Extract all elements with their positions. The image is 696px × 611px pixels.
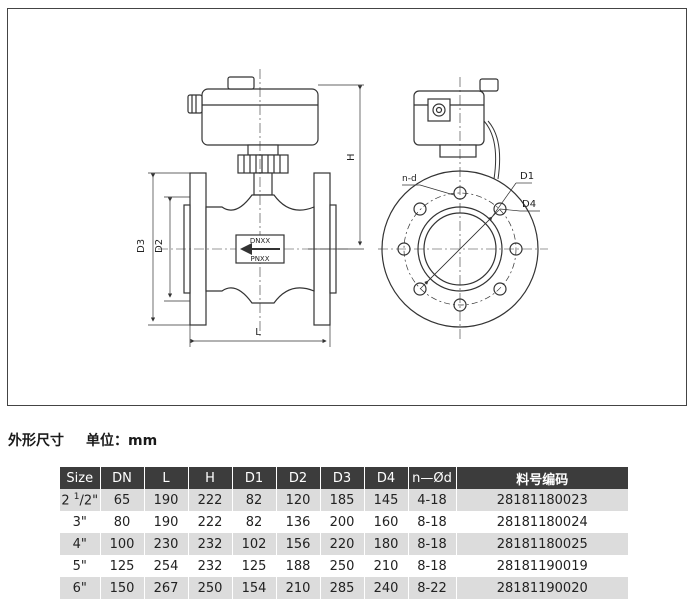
cell-l: 267 bbox=[143, 577, 188, 599]
table-row: 4" 100 230 232 102 156 220 180 8-18 2818… bbox=[60, 533, 628, 555]
cell-d1: 82 bbox=[231, 511, 276, 533]
cell-d2: 120 bbox=[275, 489, 320, 511]
caption-title: 外形尺寸 bbox=[8, 433, 64, 449]
cell-size: 6" bbox=[60, 577, 100, 599]
cell-dn: 80 bbox=[99, 511, 144, 533]
cell-l: 190 bbox=[143, 489, 188, 511]
cell-dn: 125 bbox=[99, 555, 144, 577]
header-nd: n—Ød bbox=[407, 467, 456, 489]
cell-d2: 210 bbox=[275, 577, 320, 599]
cell-d4: 240 bbox=[363, 577, 408, 599]
cell-d1: 102 bbox=[231, 533, 276, 555]
actuator-cap bbox=[227, 76, 255, 90]
cell-l: 230 bbox=[143, 533, 188, 555]
actuator-knob bbox=[187, 94, 203, 114]
cell-l: 254 bbox=[143, 555, 188, 577]
cell-nd: 8-22 bbox=[407, 577, 456, 599]
cell-size: 5" bbox=[60, 555, 100, 577]
cell-l: 190 bbox=[143, 511, 188, 533]
cell-d4: 145 bbox=[363, 489, 408, 511]
cell-h: 250 bbox=[187, 577, 232, 599]
table-row: 6" 150 267 250 154 210 285 240 8-22 2818… bbox=[60, 577, 628, 599]
header-d1: D1 bbox=[231, 467, 276, 489]
header-dn: DN bbox=[99, 467, 144, 489]
cell-dn: 65 bbox=[99, 489, 144, 511]
cell-size: 2 1/2" bbox=[60, 489, 100, 511]
dim-d1-label: D1 bbox=[520, 171, 534, 182]
cell-d3: 200 bbox=[319, 511, 364, 533]
dimension-table: Size DN L H D1 D2 D3 D4 n—Ød 料号编码 2 1/2"… bbox=[60, 467, 628, 599]
dimension-caption: 外形尺寸 单位：mm bbox=[8, 430, 157, 450]
front-view: DNXX PNXX H D3 D2 L bbox=[136, 69, 364, 347]
cell-d2: 136 bbox=[275, 511, 320, 533]
dim-d4-label: D4 bbox=[522, 199, 536, 210]
header-size: Size bbox=[60, 467, 100, 489]
cell-d3: 250 bbox=[319, 555, 364, 577]
cell-d1: 125 bbox=[231, 555, 276, 577]
valve-drawing: DNXX PNXX H D3 D2 L bbox=[136, 69, 548, 347]
cell-h: 232 bbox=[187, 555, 232, 577]
header-part-number: 料号编码 bbox=[455, 467, 628, 489]
nameplate-dn-text: DNXX bbox=[250, 237, 270, 245]
cell-part-number: 28181190019 bbox=[455, 555, 628, 577]
cell-nd: 8-18 bbox=[407, 511, 456, 533]
table-header-row: Size DN L H D1 D2 D3 D4 n—Ød 料号编码 bbox=[60, 467, 628, 489]
cell-h: 222 bbox=[187, 489, 232, 511]
cell-d4: 210 bbox=[363, 555, 408, 577]
cell-part-number: 28181180023 bbox=[455, 489, 628, 511]
header-d2: D2 bbox=[275, 467, 320, 489]
table-row: 5" 125 254 232 125 188 250 210 8-18 2818… bbox=[60, 555, 628, 577]
cell-d3: 185 bbox=[319, 489, 364, 511]
cell-nd: 8-18 bbox=[407, 533, 456, 555]
cell-d1: 154 bbox=[231, 577, 276, 599]
cell-dn: 150 bbox=[99, 577, 144, 599]
cell-part-number: 28181180025 bbox=[455, 533, 628, 555]
cell-d4: 160 bbox=[363, 511, 408, 533]
header-d3: D3 bbox=[319, 467, 364, 489]
header-l: L bbox=[143, 467, 188, 489]
cell-part-number: 28181180024 bbox=[455, 511, 628, 533]
cell-d2: 156 bbox=[275, 533, 320, 555]
header-d4: D4 bbox=[363, 467, 408, 489]
cell-d2: 188 bbox=[275, 555, 320, 577]
dim-l-label: L bbox=[255, 327, 261, 338]
cell-h: 232 bbox=[187, 533, 232, 555]
drawing-frame: DNXX PNXX H D3 D2 L bbox=[7, 8, 687, 406]
dim-nd-label: n-d bbox=[402, 174, 417, 184]
dim-d3-label: D3 bbox=[136, 239, 147, 253]
table-row: 3" 80 190 222 82 136 200 160 8-18 281811… bbox=[60, 511, 628, 533]
header-h: H bbox=[187, 467, 232, 489]
cell-part-number: 28181190020 bbox=[455, 577, 628, 599]
dim-h-label: H bbox=[346, 153, 357, 161]
cell-nd: 4-18 bbox=[407, 489, 456, 511]
caption-unit: 单位：mm bbox=[86, 433, 158, 449]
cell-h: 222 bbox=[187, 511, 232, 533]
cell-d3: 220 bbox=[319, 533, 364, 555]
cell-d3: 285 bbox=[319, 577, 364, 599]
nameplate-pn-text: PNXX bbox=[250, 255, 269, 263]
dim-d2-label: D2 bbox=[154, 239, 165, 253]
cell-d1: 82 bbox=[231, 489, 276, 511]
cell-nd: 8-18 bbox=[407, 555, 456, 577]
side-view: D1 D4 n-d bbox=[378, 77, 548, 339]
table-row: 2 1/2" 65 190 222 82 120 185 145 4-18 28… bbox=[60, 489, 628, 511]
cell-dn: 100 bbox=[99, 533, 144, 555]
cell-d4: 180 bbox=[363, 533, 408, 555]
cell-size: 3" bbox=[60, 511, 100, 533]
cell-size: 4" bbox=[60, 533, 100, 555]
